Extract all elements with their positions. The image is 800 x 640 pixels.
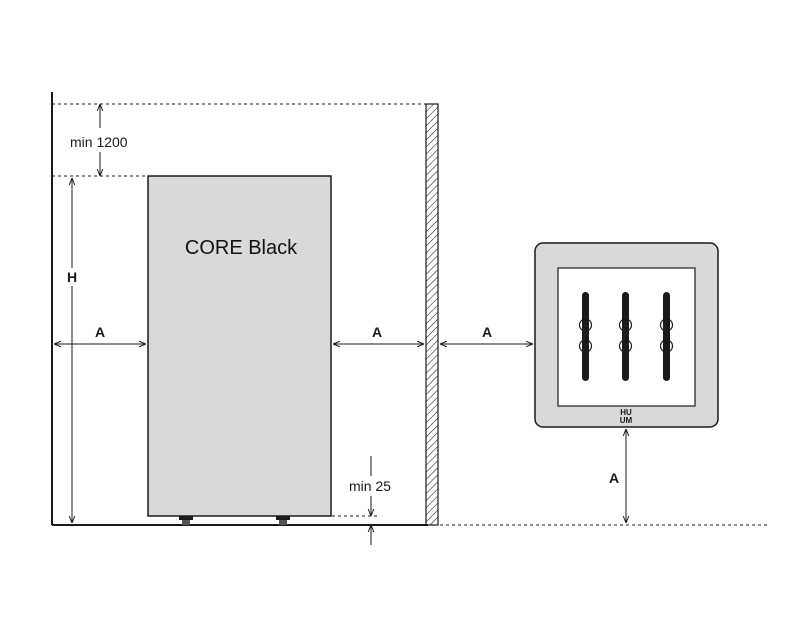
heating-element-2 [618,292,633,381]
floor-clearance-label: min 25 [349,478,391,494]
height-label: H [67,269,77,285]
heater-body [147,175,332,517]
heater-foot-right [276,516,290,525]
side-right-label: A [372,324,382,340]
huum-logo: HU UM [620,408,633,425]
heating-element-1 [578,292,593,381]
ceiling-clearance-label: min 1200 [70,134,128,150]
svg-text:UM: UM [620,416,633,425]
heater-name: CORE Black [185,237,298,259]
heater-foot-left [179,516,193,525]
hatched-wall [425,103,439,526]
svg-text:HU: HU [620,408,632,417]
side-left-label: A [95,324,105,340]
heating-element-3 [659,292,674,381]
front-label: A [482,324,492,340]
top-view-bottom-label: A [609,470,619,486]
